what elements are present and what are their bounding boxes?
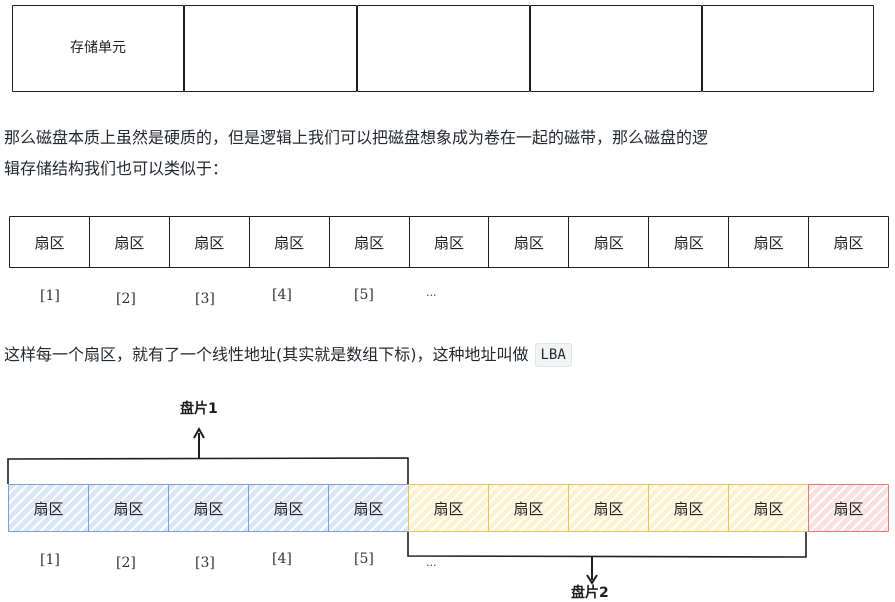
platter-index: [2] (116, 555, 136, 571)
sector-label: 扇区 (194, 234, 225, 252)
platter-sector-cell: 扇区 (8, 484, 89, 532)
platter-sector-cell: 扇区 (328, 484, 409, 532)
sector-label: 扇区 (113, 500, 144, 518)
sector-label: 扇区 (274, 234, 305, 252)
sector-label: 扇区 (833, 234, 864, 252)
platter-sector-cell: 扇区 (408, 484, 489, 532)
sector-index: [3] (195, 291, 215, 307)
paragraph-line: 那么磁盘本质上虽然是硬质的，但是逻辑上我们可以把磁盘想象成为卷在一起的磁带，那么… (4, 128, 709, 147)
sector-label: 扇区 (673, 500, 704, 518)
sector-label: 扇区 (433, 234, 464, 252)
platter2-bracket (407, 532, 807, 558)
platter2-arrow-head (586, 574, 598, 585)
platter-sector-cell: 扇区 (568, 484, 649, 532)
platter-index: [1] (40, 552, 60, 568)
platter-sector-cell: 扇区 (808, 484, 889, 532)
platter-sector-cell: 扇区 (488, 484, 569, 532)
platter-index: ... (426, 556, 437, 569)
sector-index: ... (426, 286, 437, 299)
platter-sector-cell: 扇区 (648, 484, 729, 532)
sector-label: 扇区 (433, 500, 464, 518)
sector-label: 扇区 (593, 500, 624, 518)
sector-index: [1] (40, 288, 60, 304)
platter-index: [3] (195, 555, 215, 571)
paragraph-text: 这样每一个扇区，就有了一个线性地址(其实就是数组下标)，这种地址叫做 (4, 345, 529, 364)
sector-index: [2] (116, 291, 136, 307)
sector-index: [4] (272, 287, 292, 303)
platter-sector-cell: 扇区 (728, 484, 809, 532)
sector-label: 扇区 (673, 234, 704, 252)
sector-index: [5] (354, 287, 374, 303)
sector-label: 扇区 (593, 234, 624, 252)
storage-cell (530, 5, 702, 92)
sector-label: 扇区 (273, 500, 304, 518)
platter-sector-cell: 扇区 (168, 484, 249, 532)
sector-label: 扇区 (114, 234, 145, 252)
platter1-bracket (7, 457, 409, 484)
platter-sector-cell: 扇区 (248, 484, 329, 532)
paragraph-lba: 这样每一个扇区，就有了一个线性地址(其实就是数组下标)，这种地址叫做 LBA (4, 340, 572, 369)
sector-label: 扇区 (753, 500, 784, 518)
storage-cell-label: 存储单元 (70, 40, 126, 56)
sector-label: 扇区 (513, 500, 544, 518)
storage-cell (12, 5, 184, 92)
storage-cell (184, 5, 357, 92)
platter1-label: 盘片1 (180, 401, 218, 417)
lba-code: LBA (534, 343, 572, 367)
sector-label: 扇区 (513, 234, 544, 252)
paragraph-line: 辑存储结构我们也可以类似于： (4, 159, 229, 178)
storage-cell (702, 5, 874, 92)
sector-label: 扇区 (353, 500, 384, 518)
storage-cell (357, 5, 530, 92)
platter1-arrow-head (193, 426, 205, 439)
platter2-label: 盘片2 (571, 585, 609, 601)
sector-label: 扇区 (833, 500, 864, 518)
platter-sector-cell: 扇区 (88, 484, 169, 532)
platter-index: [5] (354, 551, 374, 567)
sector-label: 扇区 (193, 500, 224, 518)
sector-label: 扇区 (33, 500, 64, 518)
sector-label: 扇区 (753, 234, 784, 252)
sector-label: 扇区 (354, 234, 385, 252)
platter-index: [4] (272, 551, 292, 567)
sector-label: 扇区 (34, 234, 65, 252)
sector-cell: 扇区 (808, 216, 889, 268)
